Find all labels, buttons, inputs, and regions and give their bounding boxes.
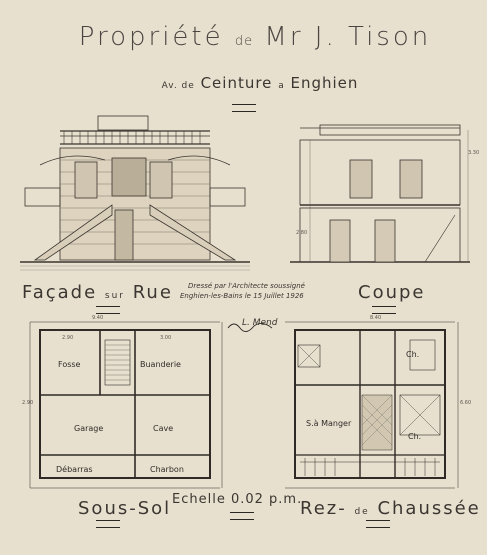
- room-debarras: Débarras: [56, 465, 93, 474]
- dimension-label: 8.40: [370, 315, 382, 321]
- facade-underline: [96, 306, 120, 314]
- facade-elevation: [20, 115, 250, 271]
- dimension-label: 6.60: [460, 400, 472, 406]
- rez-de-text: de: [354, 507, 370, 517]
- signature-flourish: [227, 323, 273, 332]
- scale-value: 0.02 p.m.: [230, 492, 303, 507]
- facade-label-text: Façade: [22, 282, 98, 303]
- title-name: J. Tison: [314, 22, 432, 52]
- title-de: de: [234, 34, 254, 49]
- title-main: Propriété: [78, 22, 224, 52]
- sheet-title: Propriété de Mr J. Tison: [70, 22, 440, 52]
- scale-label-text: Echelle: [172, 492, 226, 507]
- dimension-label: 2.90: [62, 335, 74, 341]
- room-charbon: Charbon: [150, 465, 184, 474]
- plan-sous-sol: [29, 321, 223, 489]
- dimension-label: 3.30: [468, 150, 480, 156]
- subtitle-town: Enghien: [290, 74, 359, 92]
- sheet-subtitle: Av. de Ceinture a Enghien: [150, 74, 370, 92]
- title-mr: Mr: [264, 22, 304, 52]
- scale-label: Echelle 0.02 p.m.: [172, 492, 302, 507]
- coupe-label: Coupe: [358, 282, 426, 303]
- facade-label: Façade sur Rue: [22, 282, 173, 303]
- subtitle-street: Ceinture: [200, 74, 273, 92]
- room-salle-a-manger: S.à Manger: [306, 419, 352, 428]
- dimension-label: 2.90: [22, 400, 34, 406]
- rez-chaussee-text: Chaussée: [377, 498, 481, 519]
- sous-sol-underline: [96, 520, 120, 528]
- signature-text: L. Mend: [242, 318, 278, 328]
- rez-underline: [366, 520, 390, 528]
- plan-rez-de-chaussee: [285, 321, 459, 489]
- room-ch-2: Ch.: [408, 432, 422, 441]
- dimension-label: 2.80: [296, 230, 308, 236]
- credit-line-1: Dressé par l'Architecte soussigné: [188, 282, 305, 290]
- section-coupe: [290, 124, 470, 263]
- subtitle-a: a: [278, 81, 285, 91]
- dimension-label: 9.40: [92, 315, 104, 321]
- facade-rue-text: Rue: [132, 282, 173, 303]
- credit-line-2: Enghien-les-Bains le 15 Juillet 1926: [180, 292, 304, 300]
- subtitle-av: Av. de: [161, 81, 195, 91]
- dimension-label: 3.00: [160, 335, 172, 341]
- room-garage: Garage: [74, 424, 104, 433]
- room-fosse: Fosse: [58, 360, 81, 369]
- room-ch-1: Ch.: [406, 350, 420, 359]
- room-cave: Cave: [153, 424, 174, 433]
- subtitle-underline: [232, 104, 256, 112]
- rez-label: Rez- de Chaussée: [300, 498, 481, 519]
- room-buanderie: Buanderie: [140, 360, 181, 369]
- rez-label-text: Rez-: [300, 498, 347, 519]
- facade-sur-text: sur: [104, 291, 125, 301]
- scale-underline: [230, 512, 254, 520]
- coupe-underline: [372, 306, 396, 314]
- sous-sol-label: Sous-Sol: [78, 498, 172, 519]
